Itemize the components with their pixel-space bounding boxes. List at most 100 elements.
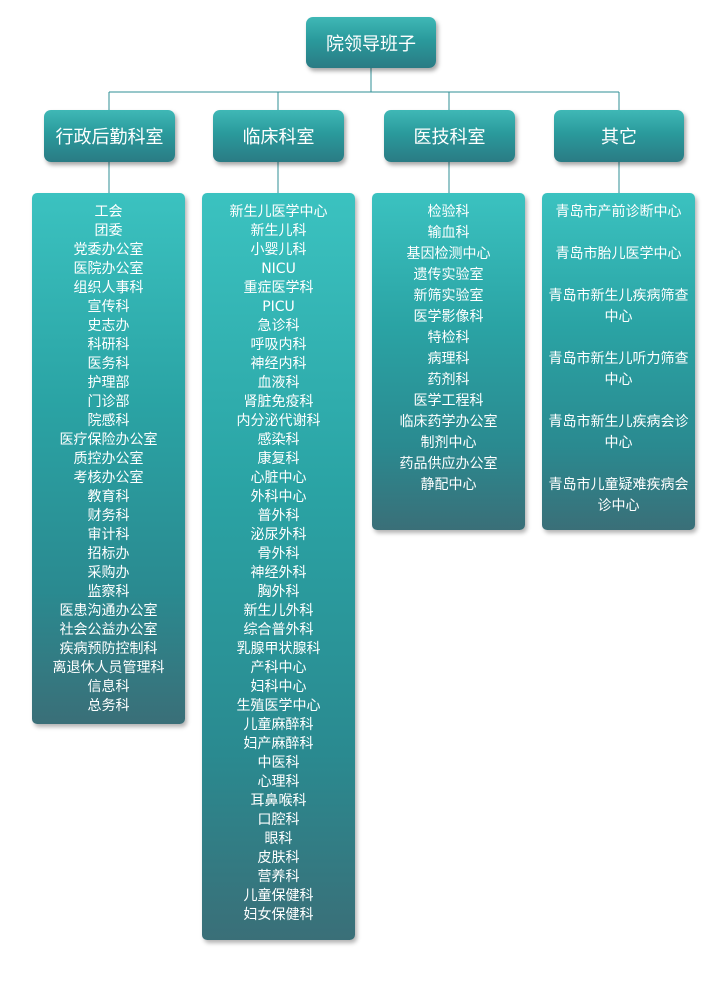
department-item: 新生儿科 — [250, 223, 307, 239]
department-item: 乳腺甲状腺科 — [236, 641, 321, 657]
department-item: 采购办 — [87, 565, 130, 581]
department-item: 社会公益办公室 — [59, 622, 158, 638]
admin-department-box: 工会团委党委办公室医院办公室组织人事科宣传科史志办科研科医务科护理部门诊部院感科… — [32, 193, 185, 724]
department-item: 耳鼻喉科 — [250, 793, 307, 809]
department-item: 检验科 — [427, 204, 470, 220]
department-item: 特检科 — [427, 330, 470, 346]
department-item: 心理科 — [257, 774, 300, 790]
medtech-department-list: 检验科输血科基因检测中心遗传实验室新筛实验室医学影像科特检科病理科药剂科医学工程… — [372, 202, 525, 496]
department-item: 妇科中心 — [250, 679, 307, 695]
category-admin-label: 行政后勤科室 — [55, 127, 164, 148]
admin-department-list: 工会团委党委办公室医院办公室组织人事科宣传科史志办科研科医务科护理部门诊部院感科… — [32, 203, 185, 716]
department-item: 儿童保健科 — [243, 888, 314, 904]
department-item: 眼科 — [264, 831, 293, 847]
department-item: 总务科 — [87, 698, 130, 714]
department-item: 青岛市新生儿疾病会诊中心 — [548, 414, 689, 451]
department-item: 神经内科 — [250, 356, 307, 372]
root-node: 院领导班子 — [306, 17, 436, 68]
other-department-list: 青岛市产前诊断中心青岛市胎儿医学中心青岛市新生儿疾病筛查中心青岛市新生儿听力筛查… — [542, 202, 695, 517]
department-item: 医院办公室 — [73, 261, 144, 277]
department-item: 医学工程科 — [413, 393, 484, 409]
department-item: 制剂中心 — [420, 435, 477, 451]
department-item: 护理部 — [87, 375, 130, 391]
department-item: 静配中心 — [420, 477, 477, 493]
department-item: 病理科 — [427, 351, 470, 367]
department-item: 感染科 — [257, 432, 300, 448]
department-item: 考核办公室 — [73, 470, 144, 486]
department-item: 门诊部 — [87, 394, 130, 410]
department-item: 中医科 — [257, 755, 300, 771]
department-item: 新筛实验室 — [413, 288, 484, 304]
department-item: 医患沟通办公室 — [59, 603, 158, 619]
clinical-department-list: 新生儿医学中心新生儿科小婴儿科 NICU 重症医学科 PICU 急诊科呼吸内科神经内科血… — [202, 203, 355, 925]
department-item: 神经外科 — [250, 565, 307, 581]
department-item: 青岛市产前诊断中心 — [555, 204, 682, 220]
department-item: 医务科 — [87, 356, 130, 372]
department-item: PICU — [262, 299, 295, 315]
department-item: 教育科 — [87, 489, 130, 505]
department-item: 康复科 — [257, 451, 300, 467]
department-item: NICU — [261, 261, 296, 277]
department-item: 重症医学科 — [243, 280, 314, 296]
department-item: 审计科 — [87, 527, 130, 543]
department-item: 离退休人员管理科 — [52, 660, 165, 676]
department-item: 妇女保健科 — [243, 907, 314, 923]
department-item: 泌尿外科 — [250, 527, 307, 543]
category-clinical-label: 临床科室 — [242, 127, 315, 148]
department-item: 胸外科 — [257, 584, 300, 600]
department-item: 血液科 — [257, 375, 300, 391]
department-item: 青岛市新生儿疾病筛查中心 — [548, 288, 689, 325]
department-item: 宣传科 — [87, 299, 130, 315]
department-item: 儿童麻醉科 — [243, 717, 314, 733]
department-item: 院感科 — [87, 413, 130, 429]
category-other-label: 其它 — [601, 127, 637, 148]
department-item: 信息科 — [87, 679, 130, 695]
department-item: 党委办公室 — [73, 242, 144, 258]
department-item: 青岛市胎儿医学中心 — [555, 246, 682, 262]
department-item: 心脏中心 — [250, 470, 307, 486]
category-admin: 行政后勤科室 — [44, 110, 175, 162]
department-item: 新生儿外科 — [243, 603, 314, 619]
department-item: 输血科 — [427, 225, 470, 241]
department-item: 青岛市儿童疑难疾病会诊中心 — [548, 477, 689, 514]
department-item: 生殖医学中心 — [236, 698, 321, 714]
department-item: 呼吸内科 — [250, 337, 307, 353]
category-medtech-label: 医技科室 — [413, 127, 486, 148]
department-item: 遗传实验室 — [413, 267, 484, 283]
department-item: 青岛市新生儿听力筛查中心 — [548, 351, 689, 388]
department-item: 小婴儿科 — [250, 242, 307, 258]
department-item: 药品供应办公室 — [399, 456, 498, 472]
medtech-department-box: 检验科输血科基因检测中心遗传实验室新筛实验室医学影像科特检科病理科药剂科医学工程… — [372, 193, 525, 530]
category-clinical: 临床科室 — [213, 110, 344, 162]
department-item: 监察科 — [87, 584, 130, 600]
department-item: 团委 — [94, 223, 123, 239]
department-item: 医学影像科 — [413, 309, 484, 325]
department-item: 医疗保险办公室 — [59, 432, 158, 448]
department-item: 科研科 — [87, 337, 130, 353]
root-label: 院领导班子 — [326, 33, 416, 55]
department-item: 新生儿医学中心 — [229, 204, 328, 220]
department-item: 产科中心 — [250, 660, 307, 676]
category-other: 其它 — [554, 110, 684, 162]
department-item: 疾病预防控制科 — [59, 641, 158, 657]
clinical-department-box: 新生儿医学中心新生儿科小婴儿科 NICU 重症医学科 PICU 急诊科呼吸内科神经内科血… — [202, 193, 355, 940]
department-item: 外科中心 — [250, 489, 307, 505]
department-item: 组织人事科 — [73, 280, 144, 296]
department-item: 财务科 — [87, 508, 130, 524]
department-item: 临床药学办公室 — [399, 414, 498, 430]
department-item: 综合普外科 — [243, 622, 314, 638]
department-item: 急诊科 — [257, 318, 300, 334]
department-item: 药剂科 — [427, 372, 470, 388]
category-medtech: 医技科室 — [384, 110, 515, 162]
department-item: 妇产麻醉科 — [243, 736, 314, 752]
department-item: 内分泌代谢科 — [236, 413, 321, 429]
department-item: 基因检测中心 — [406, 246, 491, 262]
department-item: 口腔科 — [257, 812, 300, 828]
department-item: 招标办 — [87, 546, 130, 562]
department-item: 骨外科 — [257, 546, 300, 562]
department-item: 史志办 — [87, 318, 130, 334]
department-item: 质控办公室 — [73, 451, 144, 467]
department-item: 营养科 — [257, 869, 300, 885]
department-item: 肾脏免疫科 — [243, 394, 314, 410]
